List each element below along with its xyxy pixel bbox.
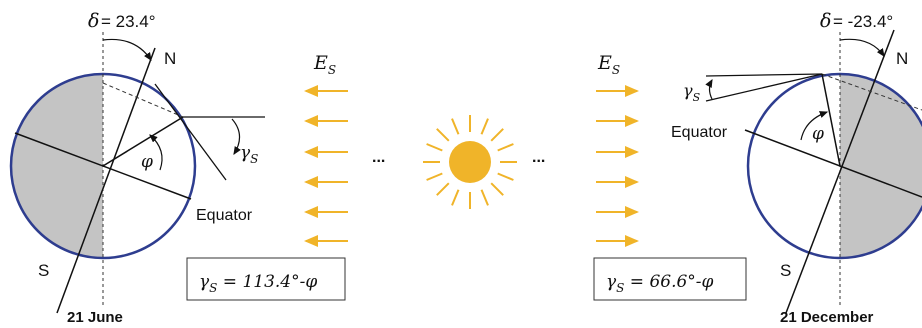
- right-sun-ray: [705, 73, 823, 77]
- sun-rays: [423, 115, 517, 209]
- sun-ray-icon: [490, 182, 504, 196]
- left-formula-box: [186, 257, 346, 301]
- left-earth-axis: [56, 47, 156, 314]
- right-formula-box: [593, 257, 747, 301]
- right-earth-panel: δ = -23.4° N S φ γS Equator γS = 66.6°-φ…: [593, 10, 922, 326]
- right-gamma-label: γS: [683, 81, 701, 104]
- sun-ray-icon: [426, 172, 443, 181]
- left-flux-arrows: [304, 85, 348, 247]
- right-delta-value: = -23.4°: [833, 12, 893, 31]
- left-formula: γS = 113.4°-φ: [199, 272, 317, 295]
- sun-icon: [449, 141, 491, 183]
- right-north-label: N: [896, 49, 908, 68]
- left-gamma-label: γS: [240, 143, 258, 166]
- left-ellipsis: ...: [372, 149, 385, 166]
- right-date-label: 21 December: [780, 309, 874, 326]
- right-formula: γS = 66.6°-φ: [606, 272, 714, 295]
- sun-ray-icon: [480, 189, 489, 206]
- right-gamma-arc: [705, 78, 713, 100]
- sun-ray-icon: [436, 128, 450, 142]
- sun-ray-icon: [497, 172, 514, 181]
- right-tangent-line: [705, 73, 823, 102]
- sun-ray-icon: [480, 118, 489, 135]
- right-phi-label: φ: [812, 124, 824, 144]
- right-delta-symbol: δ: [820, 10, 831, 32]
- right-south-label: S: [780, 261, 791, 280]
- center-sun-panel: ES ES ... ...: [304, 52, 639, 247]
- right-ellipsis: ...: [532, 149, 545, 166]
- right-declination-arc: [839, 38, 885, 57]
- left-north-label: N: [164, 49, 176, 68]
- right-latitude-radius: [821, 73, 841, 167]
- right-flux-label: ES: [597, 52, 620, 77]
- left-flux-label: ES: [313, 52, 336, 77]
- left-delta-symbol: δ: [88, 10, 99, 32]
- left-earth-panel: δ = 23.4° N S φ γS Equator γS = 113.4°-φ…: [9, 10, 346, 326]
- left-declination-arc: [102, 38, 152, 61]
- right-flux-arrows: [596, 85, 639, 247]
- sun-ray-icon: [490, 128, 504, 142]
- left-date-label: 21 June: [67, 309, 123, 326]
- sun-ray-icon: [436, 182, 450, 196]
- left-dashed-chord: [102, 82, 184, 118]
- right-earth-axis: [785, 29, 895, 314]
- left-latitude-radius: [102, 116, 184, 167]
- left-south-label: S: [38, 261, 49, 280]
- left-gamma-arc: [231, 118, 241, 156]
- right-equator-label: Equator: [671, 124, 728, 141]
- sun-ray-icon: [426, 143, 443, 152]
- sun-ray-icon: [451, 189, 460, 206]
- right-dashed-chord: [821, 73, 922, 111]
- left-tangent-line: [154, 83, 227, 181]
- sun-ray-icon: [497, 143, 514, 152]
- left-night-shade: [11, 74, 103, 258]
- left-latitude-arc: [149, 134, 163, 171]
- right-latitude-arc: [800, 111, 829, 141]
- left-delta-value: = 23.4°: [101, 12, 156, 31]
- sun-ray-icon: [451, 118, 460, 135]
- left-equator-label: Equator: [196, 207, 253, 224]
- right-equator-line: [744, 129, 922, 198]
- left-phi-label: φ: [141, 152, 153, 172]
